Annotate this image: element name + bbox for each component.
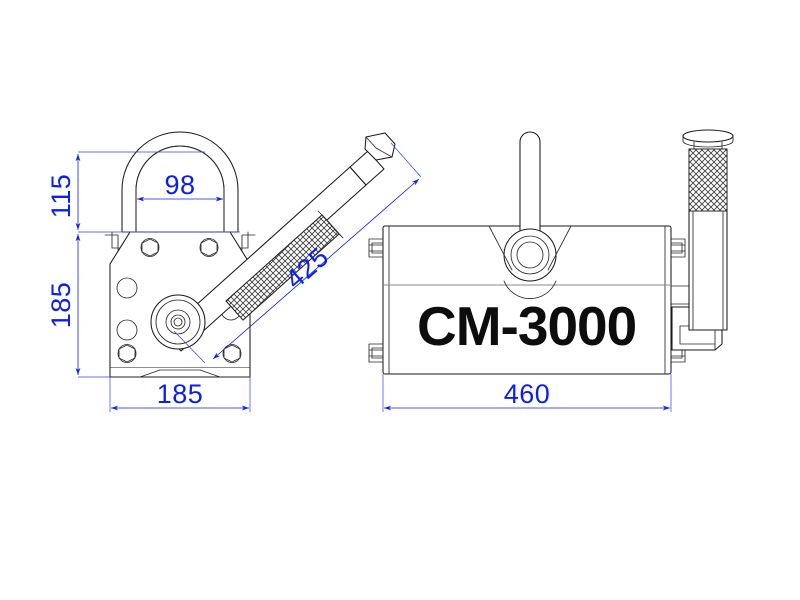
lever-end-cap xyxy=(364,132,396,161)
dimension-overall-length: 460 xyxy=(382,374,672,412)
product-model-label: CM-3000 xyxy=(417,295,636,357)
pivot-hub xyxy=(150,294,206,350)
dimension-body-width: 185 xyxy=(109,377,251,412)
side-view xyxy=(104,131,396,378)
bolt-hole xyxy=(116,319,138,341)
hex-bolt xyxy=(140,238,160,257)
dimension-body-height: 185 xyxy=(46,234,110,378)
side-bolt xyxy=(368,238,384,258)
bolt-hole xyxy=(116,277,138,299)
dimension-value-115: 115 xyxy=(46,174,76,219)
lifting-eye xyxy=(488,131,572,300)
dimension-shackle-height: 115 xyxy=(46,151,240,233)
dimension-value-185-vertical: 185 xyxy=(46,282,76,329)
dimension-value-460: 460 xyxy=(504,379,551,409)
dimension-shackle-width: 98 xyxy=(137,170,223,202)
side-bolt xyxy=(368,343,384,363)
knurled-grip xyxy=(688,148,728,212)
side-bolt xyxy=(670,238,686,258)
handle-top-cap xyxy=(682,129,734,150)
front-view: CM-3000 xyxy=(368,129,734,375)
dimension-value-185-horizontal: 185 xyxy=(157,379,204,409)
hex-bolt xyxy=(117,344,137,363)
dimension-value-98: 98 xyxy=(164,170,195,200)
